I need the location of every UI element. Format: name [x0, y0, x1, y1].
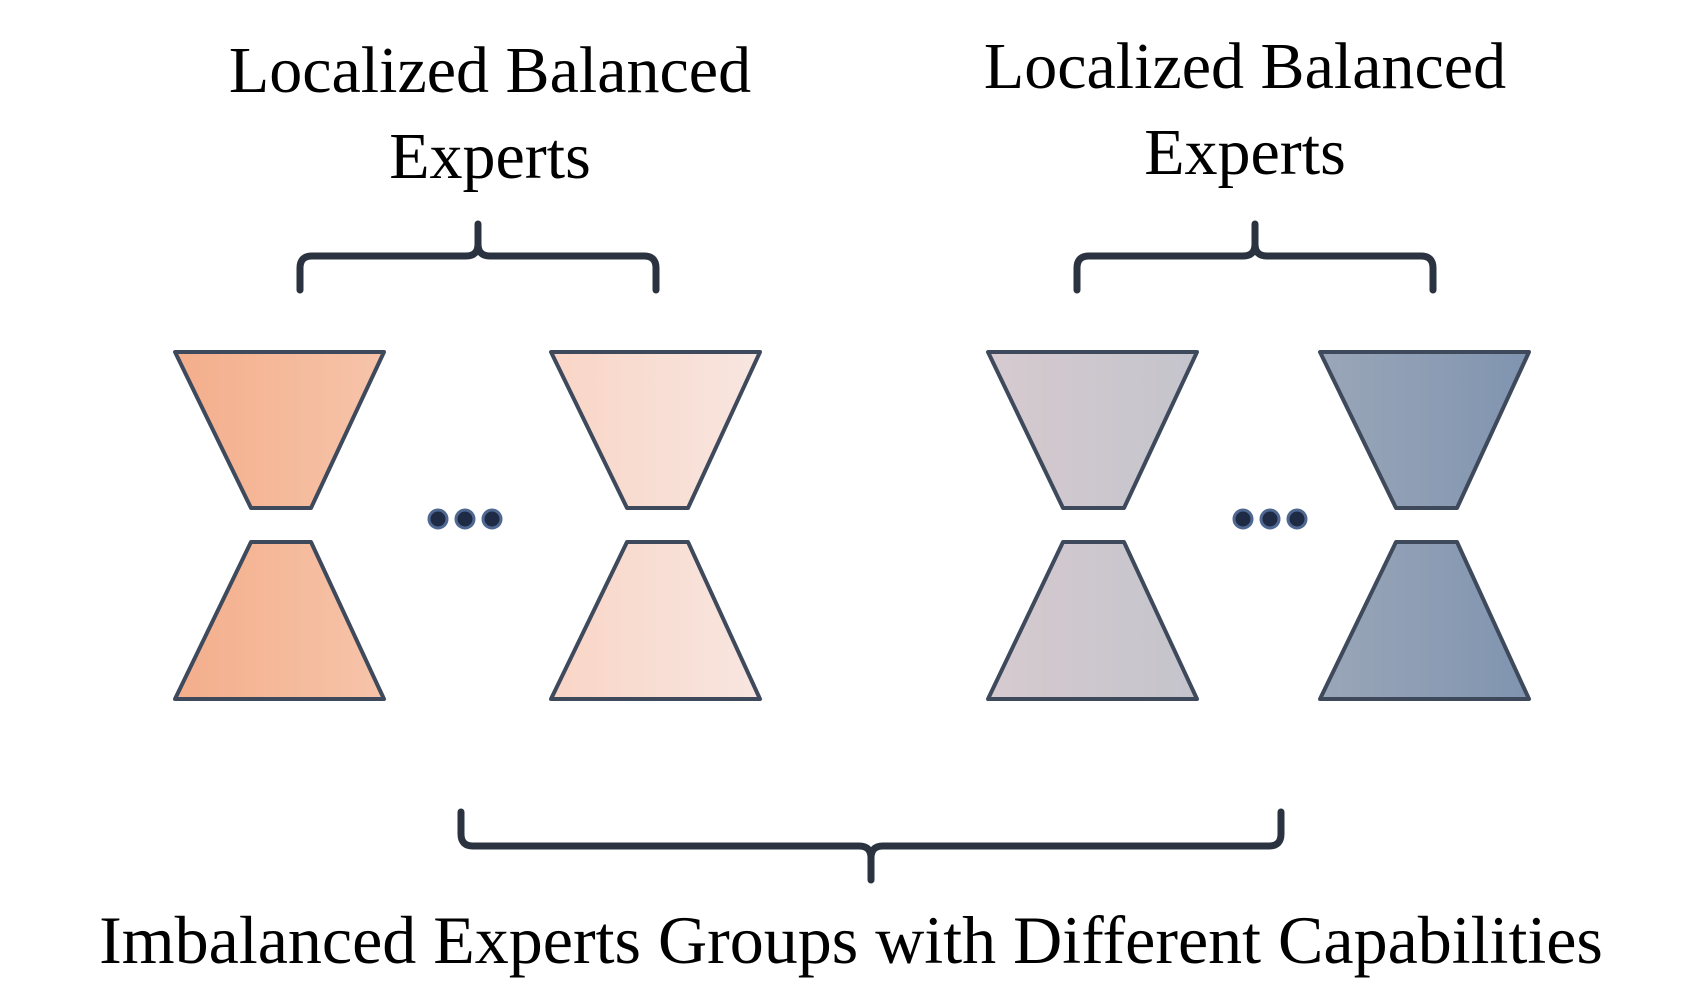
- left-group-brace: [296, 220, 660, 294]
- right-group-label-line2: Experts: [1144, 116, 1346, 189]
- right-group-label: Localized Balanced Experts: [905, 24, 1585, 196]
- expert-left-1: [173, 350, 386, 701]
- ellipsis-dot: [1232, 508, 1254, 530]
- expert-right-1: [986, 350, 1199, 701]
- right-group-label-line1: Localized Balanced: [983, 30, 1507, 103]
- bottom-brace: [457, 808, 1285, 884]
- left-group-label: Localized Balanced Experts: [160, 28, 820, 200]
- expert-left-2-decoder: [549, 540, 762, 701]
- ellipsis-dot: [481, 508, 503, 530]
- ellipsis-dot: [1286, 508, 1308, 530]
- bottom-label: Imbalanced Experts Groups with Different…: [99, 902, 1603, 978]
- expert-right-2-decoder: [1318, 540, 1531, 701]
- expert-right-1-encoder: [986, 350, 1199, 510]
- ellipsis-dot: [454, 508, 476, 530]
- expert-right-2-encoder: [1318, 350, 1531, 510]
- left-group-label-line2: Experts: [389, 120, 591, 193]
- left-group-label-line1: Localized Balanced: [228, 34, 752, 107]
- ellipsis-dot: [1259, 508, 1281, 530]
- expert-left-1-encoder: [173, 350, 386, 510]
- expert-right-2: [1318, 350, 1531, 701]
- left-ellipsis: [427, 508, 503, 530]
- expert-left-1-decoder: [173, 540, 386, 701]
- expert-left-2-encoder: [549, 350, 762, 510]
- ellipsis-dot: [427, 508, 449, 530]
- right-ellipsis: [1232, 508, 1308, 530]
- expert-left-2: [549, 350, 762, 701]
- right-group-brace: [1073, 220, 1437, 294]
- expert-right-1-decoder: [986, 540, 1199, 701]
